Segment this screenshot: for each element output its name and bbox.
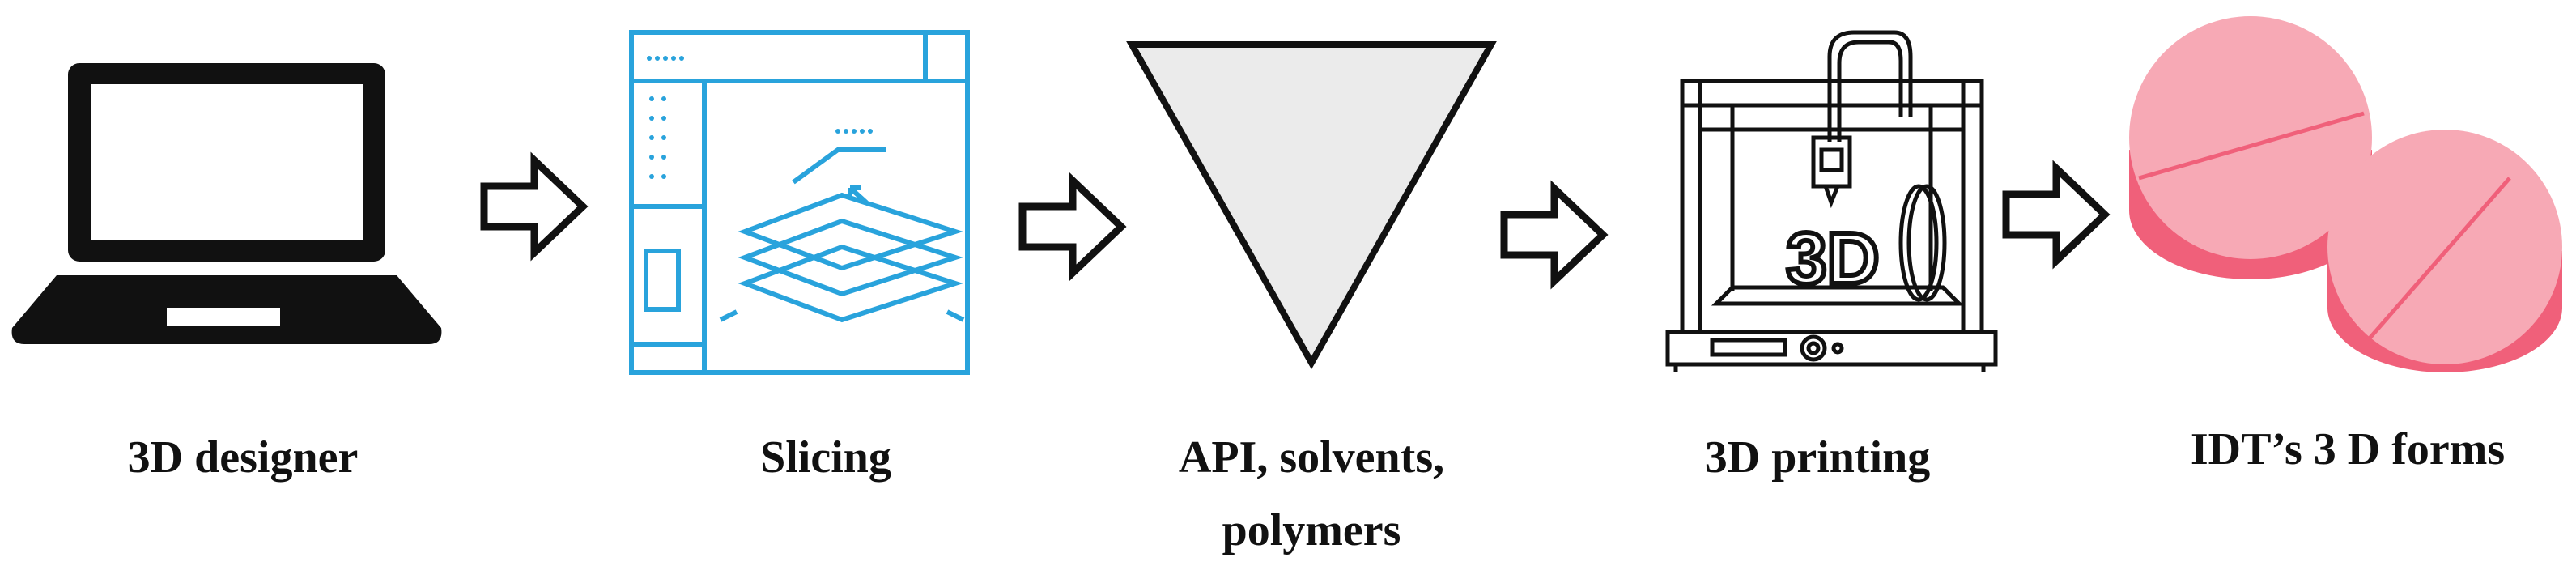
step-materials: API, solvents, polymers <box>1117 0 1538 583</box>
printer-3d-text: 3D <box>1786 219 1879 300</box>
step-label-3d-designer: 3D designer <box>127 432 359 483</box>
arrow-right-icon <box>480 151 589 262</box>
arrow-right-icon <box>2002 160 2111 270</box>
laptop-icon <box>11 63 442 344</box>
3d-printer-icon: 3D <box>1665 30 1998 372</box>
step-slicing: Slicing <box>615 0 988 583</box>
step-3d-printing: 3D 3D printing <box>1651 0 2024 583</box>
arrow-right-icon <box>1018 172 1127 282</box>
funnel-triangle-icon <box>1126 41 1497 370</box>
step-3d-designer: 3D designer <box>0 0 453 583</box>
slicing-software-icon <box>629 30 970 375</box>
step-label-slicing: Slicing <box>760 432 891 483</box>
step-label-idt-forms: IDT’s 3 D forms <box>2190 424 2506 474</box>
step-idt-forms: IDT’s 3 D forms <box>2121 0 2576 583</box>
step-label-3d-printing: 3D printing <box>1704 432 1931 483</box>
step-label-materials-line1: API, solvents, <box>1178 432 1445 483</box>
pink-tablets-icon <box>2129 16 2562 372</box>
step-label-materials-line2: polymers <box>1222 505 1401 555</box>
arrow-right-icon <box>1500 180 1609 290</box>
